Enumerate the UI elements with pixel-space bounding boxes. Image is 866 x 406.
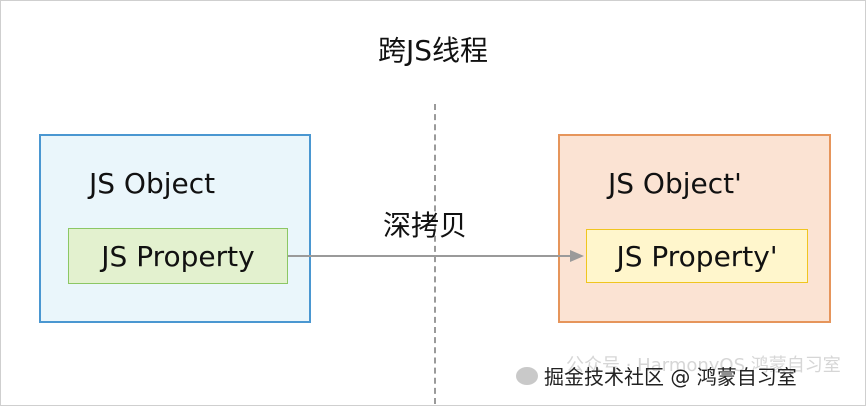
source-property-label: JS Property <box>101 239 255 273</box>
deep-copy-label: 深拷贝 <box>383 209 468 242</box>
deep-copy-arrow-head <box>570 250 584 262</box>
target-property-label: JS Property' <box>616 239 778 273</box>
watermark: 掘金技术社区 @ 鸿蒙自习室 <box>516 361 797 390</box>
target-property-box: JS Property' <box>586 229 808 283</box>
watermark-text: 掘金技术社区 @ 鸿蒙自习室 <box>544 365 797 389</box>
source-object-label: JS Object <box>89 167 216 200</box>
diagram-title: 跨JS线程 <box>377 34 489 67</box>
target-object-box <box>558 134 831 323</box>
source-property-box: JS Property <box>68 228 288 284</box>
thread-divider <box>434 104 436 404</box>
wechat-icon <box>516 366 538 385</box>
watermark-ghost-text: 公众号 · HarmonyOS 鸿蒙自习室 <box>566 355 841 376</box>
target-object-label: JS Object' <box>608 167 742 200</box>
